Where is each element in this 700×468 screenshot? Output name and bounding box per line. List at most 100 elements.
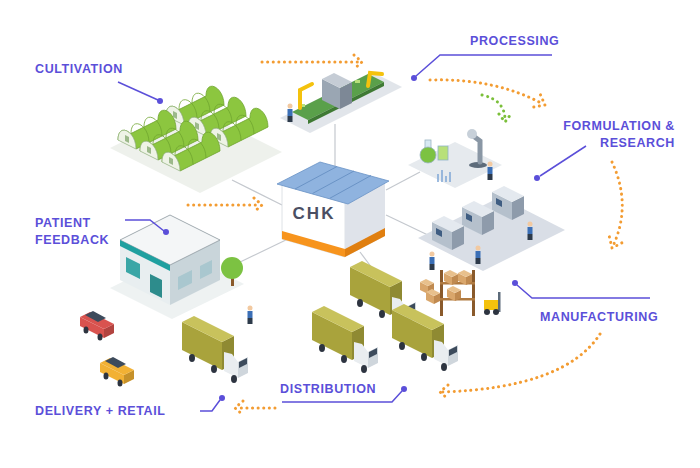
greenhouses bbox=[162, 132, 220, 171]
stage-label: PROCESSING bbox=[470, 33, 559, 50]
retail-store bbox=[221, 257, 243, 279]
flow-arrow bbox=[188, 55, 622, 415]
flow-arrow bbox=[442, 334, 600, 392]
leader-line bbox=[118, 55, 650, 411]
stage-label: FORMULATION & RESEARCH bbox=[545, 118, 675, 152]
manufacturing-line bbox=[462, 201, 494, 235]
leader-dot bbox=[411, 75, 417, 81]
distribution-yard bbox=[430, 252, 435, 271]
greenhouses bbox=[210, 108, 268, 147]
distribution-yard bbox=[426, 289, 440, 304]
warehouse bbox=[277, 162, 389, 204]
flow-arrow bbox=[254, 198, 262, 212]
research-lab bbox=[438, 170, 450, 182]
car bbox=[80, 311, 114, 341]
research-lab bbox=[488, 162, 493, 181]
retail-store bbox=[150, 274, 162, 298]
distribution-yard bbox=[484, 300, 498, 310]
processing-line bbox=[355, 80, 360, 83]
leader-line bbox=[200, 400, 220, 411]
manufacturing-line bbox=[432, 216, 464, 250]
research-lab bbox=[467, 129, 477, 139]
leader-dot bbox=[219, 395, 225, 401]
flow-arrow bbox=[188, 204, 260, 207]
delivery-truck bbox=[182, 316, 248, 383]
leader-line bbox=[125, 220, 164, 231]
distribution-yard bbox=[498, 292, 501, 312]
retail-store bbox=[120, 215, 220, 265]
leader-dot bbox=[157, 75, 540, 401]
leader-dot bbox=[512, 280, 518, 286]
distribution-yard bbox=[447, 286, 461, 301]
warehouse bbox=[277, 162, 389, 257]
flow-arrow bbox=[430, 80, 543, 104]
hub-link bbox=[386, 215, 430, 236]
distribution-yard bbox=[392, 304, 458, 371]
processing-line bbox=[368, 73, 382, 86]
flow-arrow bbox=[440, 385, 448, 399]
flow-arrow bbox=[609, 237, 622, 248]
research-lab bbox=[438, 146, 448, 160]
hub-sign: CHK bbox=[289, 202, 340, 226]
flow-arrow bbox=[262, 61, 360, 64]
warehouse bbox=[295, 167, 371, 199]
flow-arrow bbox=[235, 401, 243, 415]
flow-arrow bbox=[534, 95, 545, 107]
flow-arrow bbox=[482, 95, 505, 120]
processing-line bbox=[300, 84, 312, 108]
retail-store bbox=[200, 260, 212, 279]
stage-label: CULTIVATION bbox=[35, 61, 123, 78]
distribution-yard bbox=[312, 252, 501, 374]
manufacturing-line bbox=[418, 197, 565, 271]
manufacturing-line bbox=[492, 186, 524, 220]
leader-dot bbox=[163, 229, 169, 235]
retail-store bbox=[110, 215, 253, 324]
stage-label: MANUFACTURING bbox=[540, 309, 658, 326]
warehouse bbox=[282, 231, 345, 257]
hub-link bbox=[334, 124, 335, 172]
retail-store bbox=[178, 270, 192, 290]
distribution-yard bbox=[472, 270, 475, 316]
manufacturing-line bbox=[528, 222, 533, 241]
distribution-yard bbox=[458, 270, 472, 285]
car bbox=[100, 357, 134, 387]
car bbox=[80, 311, 114, 341]
leader-dot bbox=[401, 386, 407, 392]
research-lab bbox=[408, 142, 502, 188]
manufacturing-line bbox=[476, 246, 481, 265]
hub-link bbox=[386, 172, 420, 190]
research-lab bbox=[408, 129, 502, 188]
processing-line bbox=[280, 72, 402, 133]
processing-line bbox=[288, 104, 293, 123]
warehouse bbox=[345, 228, 385, 257]
leader-line bbox=[540, 146, 586, 176]
research-lab bbox=[420, 147, 436, 163]
retail-store bbox=[126, 257, 140, 279]
processing-line bbox=[280, 72, 402, 133]
research-lab bbox=[472, 135, 480, 162]
stage-label: DELIVERY + RETAIL bbox=[35, 403, 165, 420]
leader-dot bbox=[534, 175, 540, 181]
leader-dot bbox=[157, 98, 163, 104]
hub-link bbox=[236, 238, 290, 264]
leader-line bbox=[118, 82, 158, 100]
car bbox=[100, 357, 134, 387]
processing-line bbox=[322, 73, 352, 88]
distribution-yard bbox=[484, 309, 490, 315]
flow-arrow bbox=[612, 162, 622, 246]
retail-store bbox=[248, 306, 253, 325]
manufacturing-line bbox=[418, 186, 565, 271]
flow-arrow bbox=[482, 95, 511, 122]
distribution-yard bbox=[493, 309, 499, 315]
greenhouses bbox=[110, 86, 282, 193]
processing-line bbox=[292, 74, 384, 120]
leader-line bbox=[517, 285, 650, 298]
stage-label: PATIENT FEEDBACK bbox=[35, 215, 125, 249]
flow-arrow bbox=[354, 55, 362, 69]
distribution-yard bbox=[312, 306, 378, 373]
distribution-yard bbox=[440, 270, 443, 316]
flow-arrow bbox=[499, 114, 511, 122]
distribution-yard bbox=[444, 270, 458, 285]
leader-line bbox=[416, 55, 552, 76]
